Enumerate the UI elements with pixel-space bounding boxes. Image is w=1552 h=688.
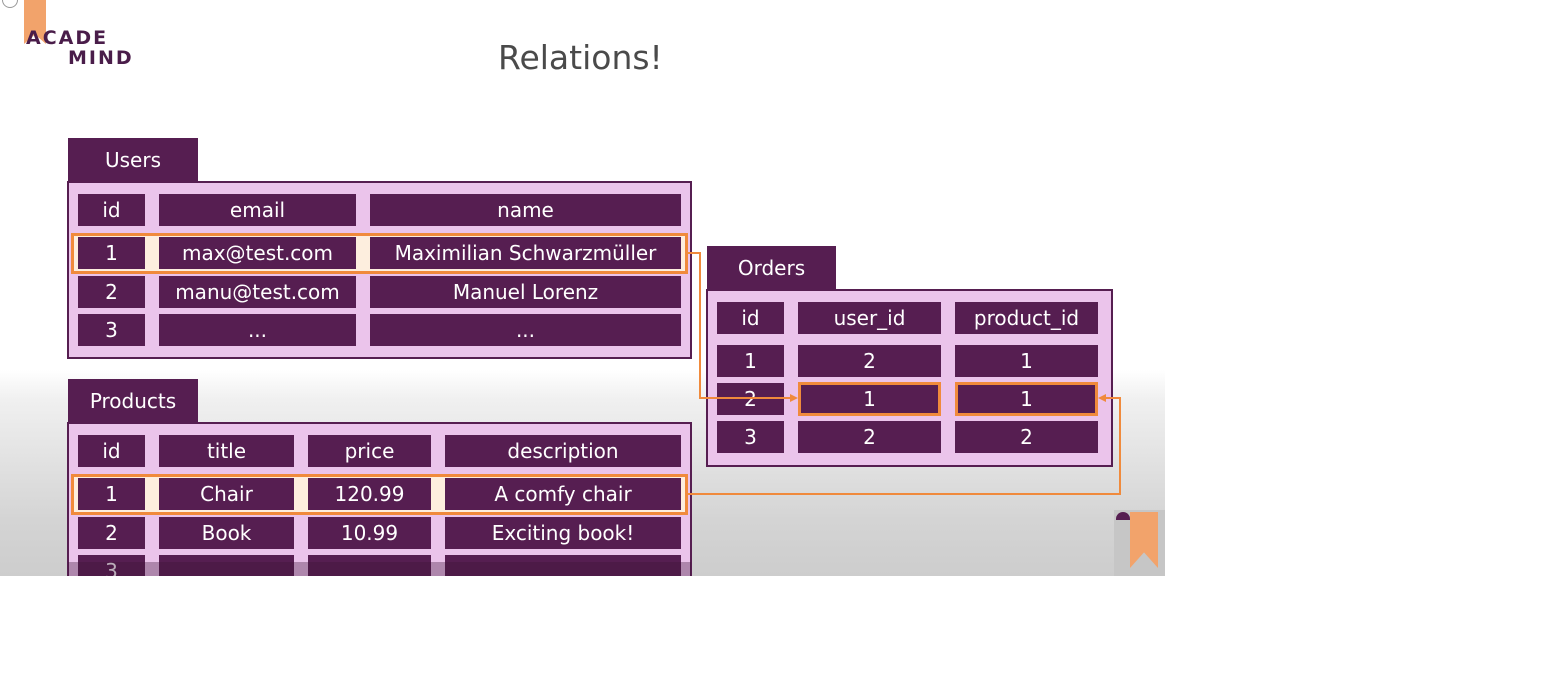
products-cell-r1-description: A comfy chair (445, 478, 681, 510)
orders-cell-r3-user-id: 2 (798, 421, 941, 453)
orders-r2-product-id-outline (955, 382, 1098, 416)
products-to-orders-arrowhead (1098, 394, 1106, 402)
orders-cell-r3-product-id: 2 (955, 421, 1098, 453)
corner-bookmark-icon (1130, 512, 1158, 568)
orders-cell-r1-user-id: 2 (798, 345, 941, 377)
orders-cell-r2-product-id: 1 (955, 383, 1098, 415)
products-cell-r3-description (445, 555, 681, 576)
products-to-orders-connector (688, 397, 1121, 495)
logo-text-line2: MIND (68, 47, 134, 69)
users-to-orders-arrowhead (790, 394, 798, 402)
products-header-description: description (445, 435, 681, 467)
users-cell-r3-name: ... (370, 314, 681, 346)
products-cell-r3-price (308, 555, 431, 576)
products-table-tab: Products (68, 379, 198, 423)
users-cell-r2-id: 2 (78, 276, 145, 308)
products-cell-r1-price: 120.99 (308, 478, 431, 510)
users-cell-r1-name: Maximilian Schwarzmüller (370, 237, 681, 269)
users-cell-r1-email: max@test.com (159, 237, 356, 269)
orders-cell-r1-id: 1 (717, 345, 784, 377)
orders-header-user-id: user_id (798, 302, 941, 334)
orders-r2-user-id-outline (798, 382, 941, 416)
logo-text-line1: ACADE (26, 27, 109, 49)
orders-cell-r3-id: 3 (717, 421, 784, 453)
corner-dot-icon (1116, 512, 1130, 520)
products-cell-r3-title (159, 555, 294, 576)
orders-cell-r2-user-id: 1 (798, 383, 941, 415)
relation-connectors (688, 252, 1121, 495)
users-cell-r1-id: 1 (78, 237, 145, 269)
orders-header-id: id (717, 302, 784, 334)
users-cell-r3-email: ... (159, 314, 356, 346)
users-cell-r2-email: manu@test.com (159, 276, 356, 308)
users-cell-r3-id: 3 (78, 314, 145, 346)
products-cell-r2-id: 2 (78, 517, 145, 549)
slide: ACADE MIND Relations! Users id email nam… (0, 0, 1165, 576)
orders-table-tab: Orders (707, 246, 836, 290)
academind-logo: ACADE MIND (0, 0, 140, 80)
products-cell-r1-id: 1 (78, 478, 145, 510)
products-header-price: price (308, 435, 431, 467)
products-cell-r2-title: Book (159, 517, 294, 549)
users-table-tab: Users (68, 138, 198, 182)
orders-cell-r1-product-id: 1 (955, 345, 1098, 377)
users-cell-r2-name: Manuel Lorenz (370, 276, 681, 308)
users-to-orders-connector (688, 252, 792, 399)
products-row-1-outline (71, 474, 688, 515)
corner-logo (1114, 510, 1165, 576)
products-cell-r2-description: Exciting book! (445, 517, 681, 549)
products-cell-r2-price: 10.99 (308, 517, 431, 549)
users-header-name: name (370, 194, 681, 226)
products-cell-r3-id: 3 (78, 555, 145, 576)
users-header-id: id (78, 194, 145, 226)
products-bottom-shade (68, 562, 691, 576)
users-header-email: email (159, 194, 356, 226)
orders-header-product-id: product_id (955, 302, 1098, 334)
products-cell-r1-title: Chair (159, 478, 294, 510)
slide-title: Relations! (498, 38, 663, 77)
products-header-id: id (78, 435, 145, 467)
users-row-1-outline (71, 233, 688, 274)
bookmark-icon (24, 0, 46, 44)
products-header-title: title (159, 435, 294, 467)
